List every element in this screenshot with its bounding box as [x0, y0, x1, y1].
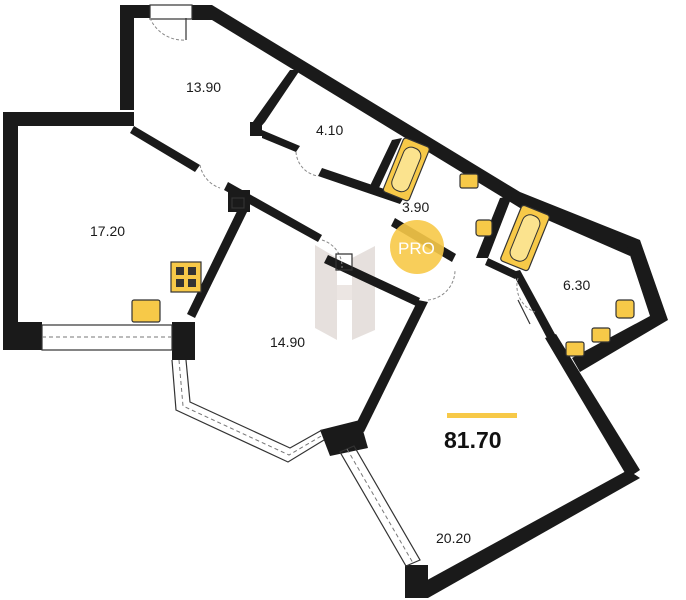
sink-icon [459, 173, 479, 189]
total-area: 81.70 [444, 427, 502, 453]
room-area-bedroom-left: 17.20 [90, 223, 125, 239]
sink-icon [565, 341, 585, 357]
room-area-bath-large: 6.30 [563, 277, 590, 293]
room-area-living: 14.90 [270, 334, 305, 350]
total-area-underline [447, 413, 517, 418]
toilet-icon [475, 219, 493, 237]
fixtures [131, 137, 635, 357]
room-area-bedroom-right: 20.20 [436, 530, 471, 546]
shaft-icon [335, 253, 353, 271]
kitchen-sink-icon [131, 299, 161, 323]
room-area-storage: 4.10 [316, 122, 343, 138]
sink-icon [591, 327, 611, 343]
closet-icon [231, 197, 245, 209]
pro-badge-text: PRO [398, 239, 435, 258]
pro-badge: PRO [390, 220, 444, 274]
room-area-hall: 13.90 [186, 79, 221, 95]
h-logo-watermark [315, 245, 375, 340]
room-area-bath-small: 3.90 [402, 199, 429, 215]
toilet-icon [615, 299, 635, 319]
stove-icon [170, 261, 202, 293]
bathtub-icon [382, 137, 430, 202]
windows [41, 4, 421, 567]
bathtub-icon [500, 204, 550, 272]
doors [149, 17, 536, 325]
